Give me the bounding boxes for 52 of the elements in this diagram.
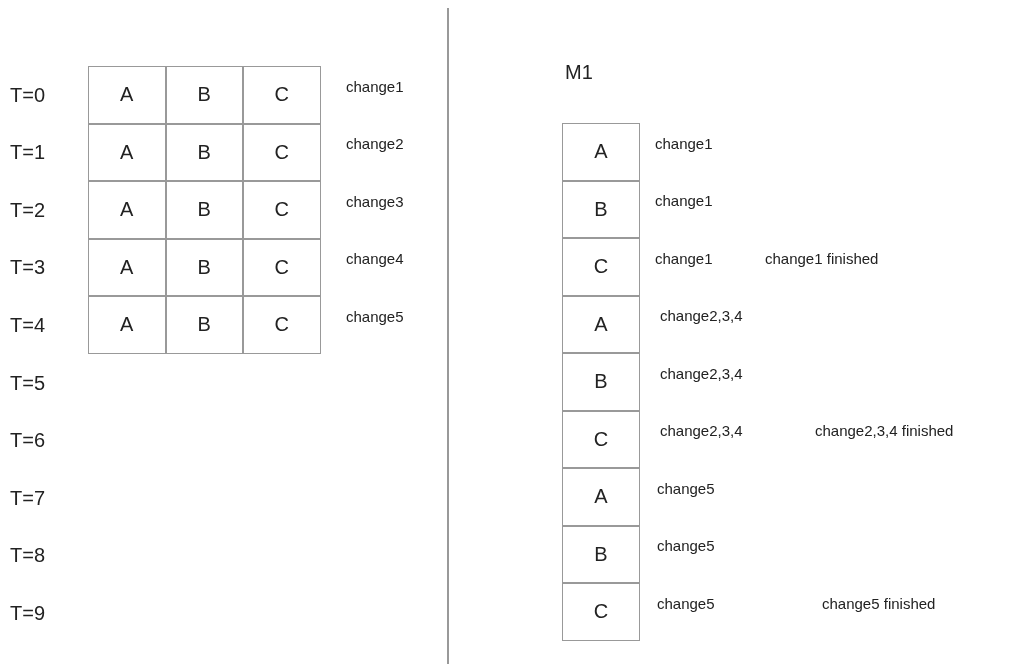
machine-label: M1 (565, 60, 593, 84)
grid-cell: C (243, 181, 321, 239)
change-label: change5 (657, 479, 715, 498)
grid-cell: A (88, 238, 166, 296)
grid-cell: A (88, 123, 166, 181)
change-label: change1 (655, 192, 713, 211)
change-label: change5 (657, 594, 715, 613)
grid-cell: B (165, 181, 243, 239)
grid-cell: B (165, 238, 243, 296)
grid-cell: C (243, 66, 321, 124)
change-label: change1 (346, 77, 404, 96)
column-cell: A (562, 468, 640, 526)
grid-cell: A (88, 66, 166, 124)
change-label: change3 (346, 192, 404, 211)
time-label: T=8 (10, 543, 46, 567)
time-label: T=5 (10, 370, 46, 395)
grid-cell: C (243, 296, 321, 354)
change-label: change2 (346, 135, 404, 154)
time-label: T=4 (10, 312, 46, 337)
grid-cell: B (165, 123, 243, 181)
grid-cell: A (88, 296, 166, 354)
column-cell: B (562, 353, 640, 411)
column-cell: A (562, 123, 640, 181)
time-label: T=6 (10, 428, 46, 452)
change-label: change2,3,4 (660, 364, 743, 383)
time-label: T=9 (10, 600, 46, 625)
finished-note: change5 finished (822, 594, 936, 613)
finished-note: change2,3,4 finished (815, 422, 954, 441)
time-label: T=2 (10, 197, 46, 222)
change-label: change5 (657, 537, 715, 556)
column-cell: B (562, 525, 640, 583)
grid-cell: A (88, 181, 166, 239)
column-cell: B (562, 180, 640, 238)
time-label: T=7 (10, 485, 46, 510)
change-label: change1 (655, 249, 713, 268)
grid-cell: B (165, 66, 243, 124)
column-cell: A (562, 295, 640, 353)
grid-cell: C (243, 238, 321, 296)
column-cell: C (562, 583, 640, 641)
change-label: change4 (346, 250, 404, 269)
finished-note: change1 finished (765, 249, 879, 268)
grid-cell: B (165, 296, 243, 354)
time-label: T=3 (10, 255, 46, 280)
change-label: change1 (655, 134, 713, 153)
column-cell: C (562, 238, 640, 296)
change-label: change5 (346, 307, 404, 326)
change-label: change2,3,4 (660, 422, 743, 441)
time-label: T=0 (10, 82, 46, 107)
grid-cell: C (243, 123, 321, 181)
column-cell: C (562, 410, 640, 468)
change-label: change2,3,4 (660, 307, 743, 326)
time-label: T=1 (10, 140, 46, 165)
